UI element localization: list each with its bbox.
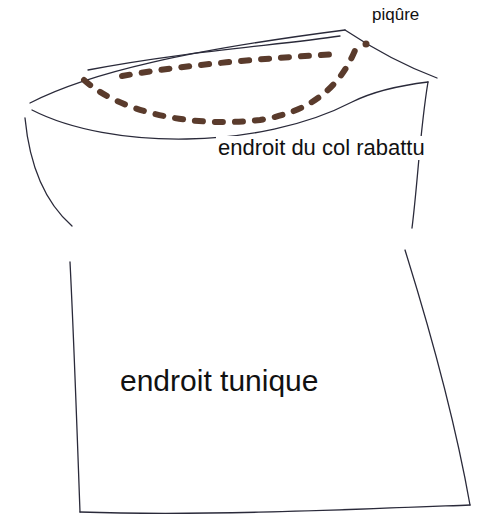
stitch-row-lower xyxy=(84,48,356,122)
stitch-end-dot xyxy=(363,41,370,48)
left-side xyxy=(70,262,80,512)
collar-label: endroit du col rabattu xyxy=(216,136,427,160)
hem xyxy=(80,505,470,513)
stitch-label: piqûre xyxy=(370,6,421,25)
collar-outer-edge xyxy=(30,30,345,103)
collar-band-line xyxy=(88,36,340,70)
tunic-label: endroit tunique xyxy=(118,364,321,397)
collar-lower-edge xyxy=(32,82,428,139)
stitch-row-upper xyxy=(122,54,338,76)
right-side xyxy=(405,250,470,505)
right-shoulder xyxy=(345,30,437,78)
left-armhole xyxy=(25,118,72,226)
